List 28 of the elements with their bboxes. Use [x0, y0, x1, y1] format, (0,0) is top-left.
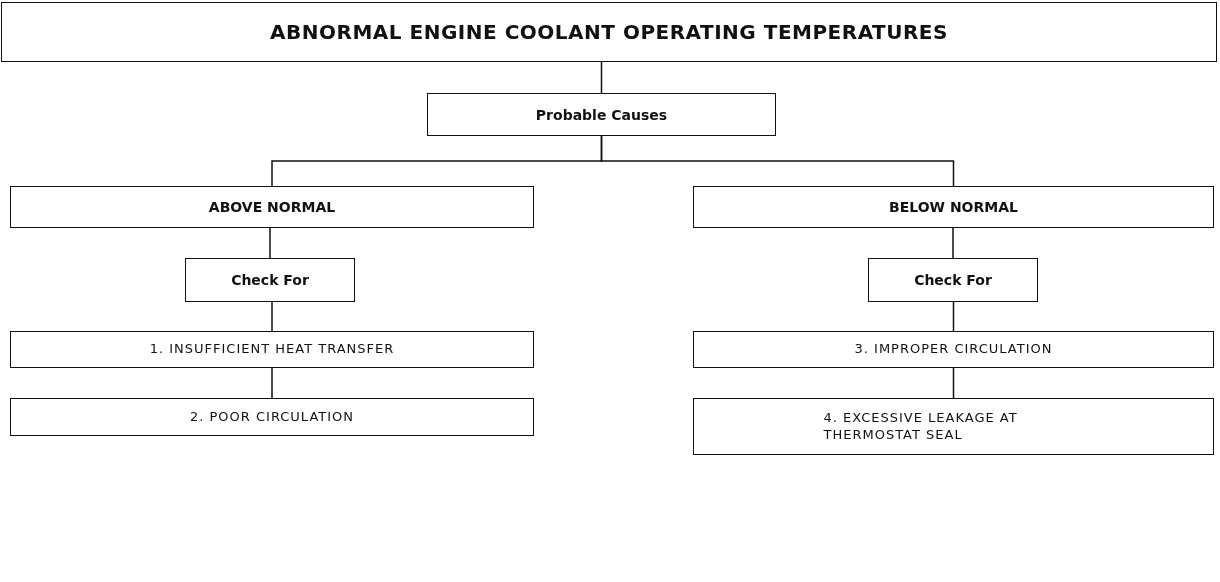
heading-text: Check For — [914, 272, 992, 288]
cause-text: 1. INSUFFICIENT HEAT TRANSFER — [149, 341, 395, 358]
connector-line — [952, 367, 955, 399]
cause-text: 2. POOR CIRCULATION — [189, 408, 355, 426]
connector-line — [271, 367, 273, 399]
connector-line — [269, 227, 271, 259]
flowchart-box — [10, 186, 534, 228]
connector-line — [952, 227, 954, 259]
flowchart-box — [693, 398, 1214, 455]
flowchart-box — [693, 331, 1214, 368]
cause-text: 4. EXCESSIVE LEAKAGE AT THERMOSTAT SEAL — [823, 409, 1019, 444]
flowchart-box — [185, 258, 355, 302]
title-text: ABNORMAL ENGINE COOLANT OPERATING TEMPERATURES — [270, 20, 948, 44]
connector-line — [271, 301, 273, 332]
flowchart-box — [868, 258, 1038, 302]
flowchart-box — [1, 2, 1217, 62]
flowchart-box — [10, 398, 534, 436]
flowchart-box — [427, 93, 776, 136]
connector-line — [600, 135, 955, 187]
heading-text: ABOVE NORMAL — [208, 199, 336, 215]
heading-text: Check For — [231, 272, 309, 288]
connector-line — [952, 301, 955, 332]
flowchart-box — [693, 186, 1214, 228]
heading-text: Probable Causes — [535, 106, 668, 123]
connector-line — [600, 61, 603, 94]
cause-text: 3. IMPROPER CIRCULATION — [854, 341, 1053, 358]
heading-text: BELOW NORMAL — [889, 199, 1018, 215]
flowchart-box — [10, 331, 534, 368]
